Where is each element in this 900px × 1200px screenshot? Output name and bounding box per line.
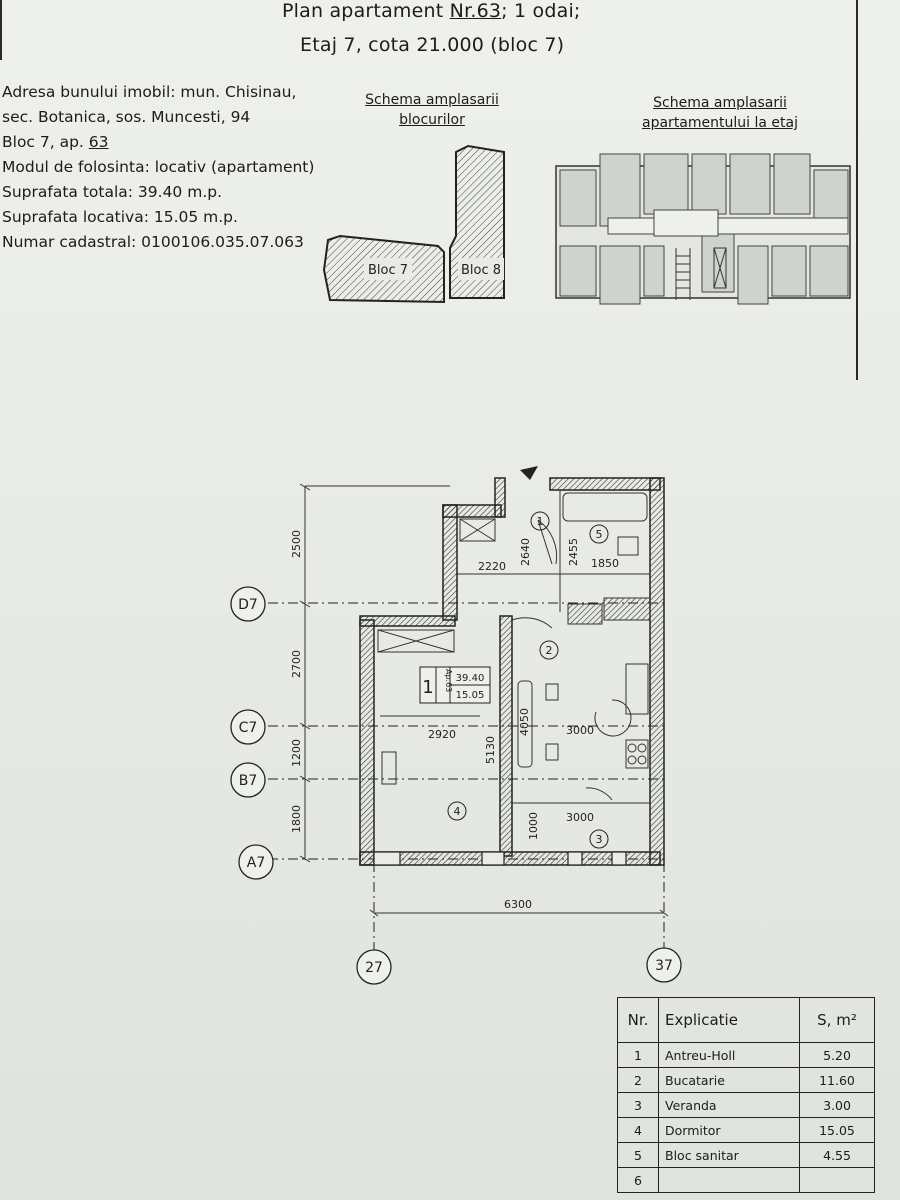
dim-2920: 2920 [428,728,456,741]
apartment-floor-plan: D7 C7 B7 A7 27 37 1 5 2 3 4 1 Ap.63 [230,466,682,985]
living-area-line: Suprafata locativa: 15.05 m.p. [2,208,238,226]
legend-header-area: S, m² [799,997,875,1043]
address-line-2: sec. Botanica, sos. Muncesti, 94 [2,108,251,126]
title-line-1: Plan apartament Nr.63; 1 odai; [282,0,581,22]
dim-3000-kitchen: 3000 [566,724,594,737]
axis-b-label: B7 [239,773,258,789]
legend-header-nr: Nr. [617,997,659,1043]
blocks-schema-drawing: Bloc 7 Bloc 8 [322,144,505,304]
stamp-number: 1 [422,677,433,698]
room-4-label: 4 [454,805,461,818]
axis-d-label: D7 [238,597,258,613]
dim-4050: 4050 [518,708,531,736]
dim-2500: 2500 [290,530,303,558]
apartment-number: Nr.63 [449,0,502,22]
room-5-label: 5 [596,528,603,541]
dim-1800: 1800 [290,805,303,833]
axis-3-label: 37 [655,958,673,974]
usage-line: Modul de folosinta: locativ (apartament) [2,158,315,176]
dim-1200: 1200 [290,739,303,767]
legend-header-name: Explicatie [658,997,800,1043]
stamp-total: 39.40 [456,673,485,684]
dim-1000: 1000 [527,812,540,840]
bloc8-label: Bloc 8 [461,263,501,278]
dim-6300: 6300 [504,898,532,911]
dim-2700: 2700 [290,650,303,678]
bloc7-label: Bloc 7 [368,263,408,278]
room-1-label: 1 [537,515,544,528]
floor-schema-drawing [555,153,851,305]
room-2-label: 2 [546,644,553,657]
frame-line-left-top [0,0,2,60]
dim-2640: 2640 [519,538,532,566]
cadastral-line: Numar cadastral: 0100106.035.07.063 [2,233,304,251]
blocks-schema-title: Schema amplasarii blocurilor [365,92,499,128]
dim-5130: 5130 [484,736,497,764]
property-info: Adresa bunului imobil: mun. Chisinau, se… [2,80,314,255]
axis-c-label: C7 [239,720,258,736]
bloc-line: Bloc 7, ap. 63 [2,133,109,151]
frame-line-right [856,0,858,380]
table-row: 6 [617,1167,875,1193]
title-line-2: Etaj 7, cota 21.000 (bloc 7) [300,34,565,56]
axis-a-label: A7 [247,855,265,871]
total-area-line: Suprafata totala: 39.40 m.p. [2,183,223,201]
dim-2220: 2220 [478,560,506,573]
floor-schema-title: Schema amplasarii apartamentului la etaj [642,95,798,131]
stamp-apartment: Ap.63 [444,669,453,692]
dim-1850: 1850 [591,557,619,570]
dim-2455: 2455 [567,538,580,566]
legend-header-row: Nr. Explicatie S, m² [617,997,875,1043]
stamp-living: 15.05 [456,690,485,701]
apartment-ref: 63 [88,133,109,151]
address-line-1: Adresa bunului imobil: mun. Chisinau, [2,83,297,101]
room-3-label: 3 [596,833,603,846]
axis-2-label: 27 [365,960,383,976]
dim-3000-veranda: 3000 [566,811,594,824]
